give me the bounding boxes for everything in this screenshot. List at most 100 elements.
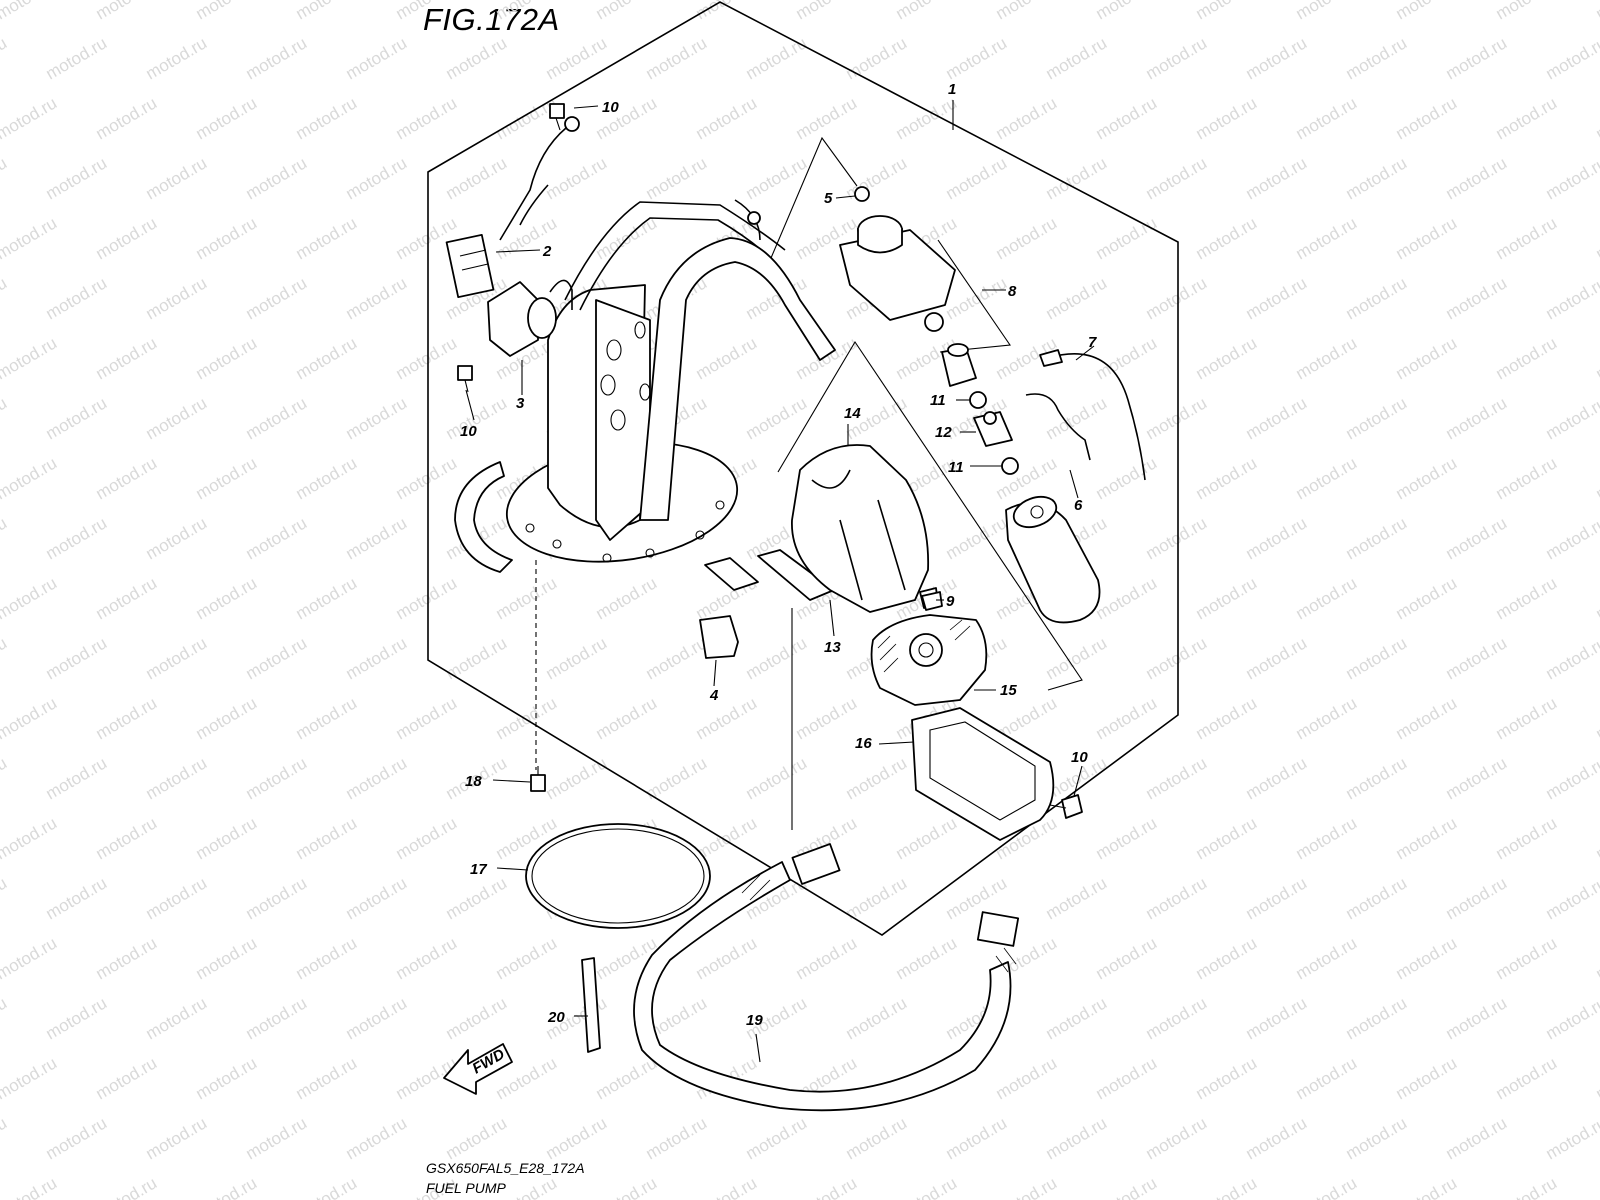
- watermark-text: motod.ru: [1243, 873, 1311, 923]
- callout-10b: 10: [460, 423, 477, 440]
- watermark-text: motod.ru: [143, 993, 211, 1043]
- watermark-text: motod.ru: [943, 33, 1011, 83]
- watermark-text: motod.ru: [843, 873, 911, 923]
- callout-1: 1: [948, 81, 956, 98]
- watermark-text: motod.ru: [0, 33, 10, 83]
- bolt-10b: [457, 365, 473, 393]
- watermark-text: motod.ru: [893, 0, 961, 23]
- watermark-text: motod.ru: [1493, 813, 1561, 863]
- watermark-text: motod.ru: [0, 1113, 10, 1163]
- watermark-text: motod.ru: [0, 1053, 60, 1103]
- watermark-text: motod.ru: [1343, 513, 1411, 563]
- watermark-text: motod.ru: [443, 33, 511, 83]
- watermark-text: motod.ru: [443, 993, 511, 1043]
- watermark-text: motod.ru: [293, 333, 361, 383]
- watermark-text: motod.ru: [343, 393, 411, 443]
- watermark-text: motod.ru: [1043, 33, 1111, 83]
- watermark-text: motod.ru: [1293, 213, 1361, 263]
- terminal-7: [1039, 349, 1063, 367]
- watermark-text: motod.ru: [1493, 0, 1561, 23]
- watermark-text: motod.ru: [1143, 513, 1211, 563]
- watermark-text: motod.ru: [1093, 1173, 1161, 1200]
- watermark-text: motod.ru: [1143, 153, 1211, 203]
- watermark-text: motod.ru: [1393, 453, 1461, 503]
- callout-15: 15: [1000, 682, 1017, 699]
- watermark-text: motod.ru: [643, 633, 711, 683]
- watermark-text: motod.ru: [393, 453, 461, 503]
- watermark-text: motod.ru: [1243, 753, 1311, 803]
- watermark-text: motod.ru: [1243, 1113, 1311, 1163]
- part-3-sensor: [487, 279, 573, 357]
- watermark-text: motod.ru: [1093, 213, 1161, 263]
- part-pump-motor: [1005, 495, 1101, 624]
- watermark-text: motod.ru: [693, 693, 761, 743]
- watermark-text: motod.ru: [593, 1173, 661, 1200]
- watermark-text: motod.ru: [993, 1053, 1061, 1103]
- watermark-text: motod.ru: [1243, 633, 1311, 683]
- watermark-text: motod.ru: [1093, 93, 1161, 143]
- figure-title: FIG.172A: [423, 2, 560, 37]
- watermark-text: motod.ru: [293, 93, 361, 143]
- watermark-text: motod.ru: [1593, 813, 1600, 863]
- part-7-wire: [1047, 353, 1146, 481]
- watermark-text: motod.ru: [1393, 933, 1461, 983]
- watermark-text: motod.ru: [143, 633, 211, 683]
- part-11b-oring: [1001, 457, 1019, 475]
- watermark-text: motod.ru: [293, 1053, 361, 1103]
- callout-labels: 1 2 3 4 5 6 7 8 9 10 10 10 11 11 12 13 1…: [460, 81, 1097, 1029]
- watermark-text: motod.ru: [1293, 453, 1361, 503]
- watermark-text: motod.ru: [893, 1173, 961, 1200]
- watermark-text: motod.ru: [0, 513, 10, 563]
- callout-7: 7: [1088, 334, 1097, 351]
- watermark-text: motod.ru: [543, 753, 611, 803]
- watermark-text: motod.ru: [293, 453, 361, 503]
- watermark-text: motod.ru: [443, 633, 511, 683]
- watermark-text: motod.ru: [143, 513, 211, 563]
- watermark-text: motod.ru: [943, 1113, 1011, 1163]
- watermark-text: motod.ru: [1193, 1053, 1261, 1103]
- watermark-text: motod.ru: [393, 93, 461, 143]
- watermark-text: motod.ru: [593, 1053, 661, 1103]
- watermark-text: motod.ru: [643, 1113, 711, 1163]
- part-17-oring-inner: [531, 828, 705, 924]
- callout-3: 3: [516, 395, 525, 412]
- watermark-text: motod.ru: [43, 753, 111, 803]
- watermark-text: motod.ru: [143, 393, 211, 443]
- watermark-text: motod.ru: [643, 153, 711, 203]
- watermark-text: motod.ru: [593, 573, 661, 623]
- part-11-cap: [941, 343, 987, 409]
- watermark-text: motod.ru: [293, 0, 361, 23]
- watermark-text: motod.ru: [1543, 153, 1600, 203]
- watermark-text: motod.ru: [243, 393, 311, 443]
- watermark-text: motod.ru: [1043, 273, 1111, 323]
- watermark-text: motod.ru: [543, 1113, 611, 1163]
- watermark-text: motod.ru: [1393, 813, 1461, 863]
- watermark-text: motod.ru: [743, 753, 811, 803]
- watermark-text: motod.ru: [1193, 1173, 1261, 1200]
- watermark-text: motod.ru: [1243, 273, 1311, 323]
- watermark-text: motod.ru: [1543, 1113, 1600, 1163]
- watermark-text: motod.ru: [593, 0, 661, 23]
- watermark-text: motod.ru: [1593, 573, 1600, 623]
- watermark-text: motod.ru: [1493, 213, 1561, 263]
- watermark-text: motod.ru: [693, 333, 761, 383]
- watermark-text: motod.ru: [193, 213, 261, 263]
- watermark-text: motod.ru: [893, 93, 961, 143]
- watermark-text: motod.ru: [0, 753, 10, 803]
- watermark-text: motod.ru: [93, 453, 161, 503]
- watermark-text: motod.ru: [1393, 93, 1461, 143]
- watermark-text: motod.ru: [1593, 1173, 1600, 1200]
- watermark-text: motod.ru: [893, 933, 961, 983]
- callout-2: 2: [542, 243, 552, 260]
- watermark-text: motod.ru: [193, 333, 261, 383]
- callout-4: 4: [709, 687, 719, 704]
- watermark-text: motod.ru: [293, 573, 361, 623]
- part-20-strap: [581, 957, 601, 1053]
- watermark-text: motod.ru: [0, 813, 60, 863]
- watermark-text: motod.ru: [1343, 33, 1411, 83]
- watermark-text: motod.ru: [1543, 33, 1600, 83]
- watermark-text: motod.ru: [393, 0, 461, 23]
- watermark-text: motod.ru: [893, 813, 961, 863]
- fuel-hose-left: [454, 461, 513, 573]
- watermark-text: motod.ru: [193, 93, 261, 143]
